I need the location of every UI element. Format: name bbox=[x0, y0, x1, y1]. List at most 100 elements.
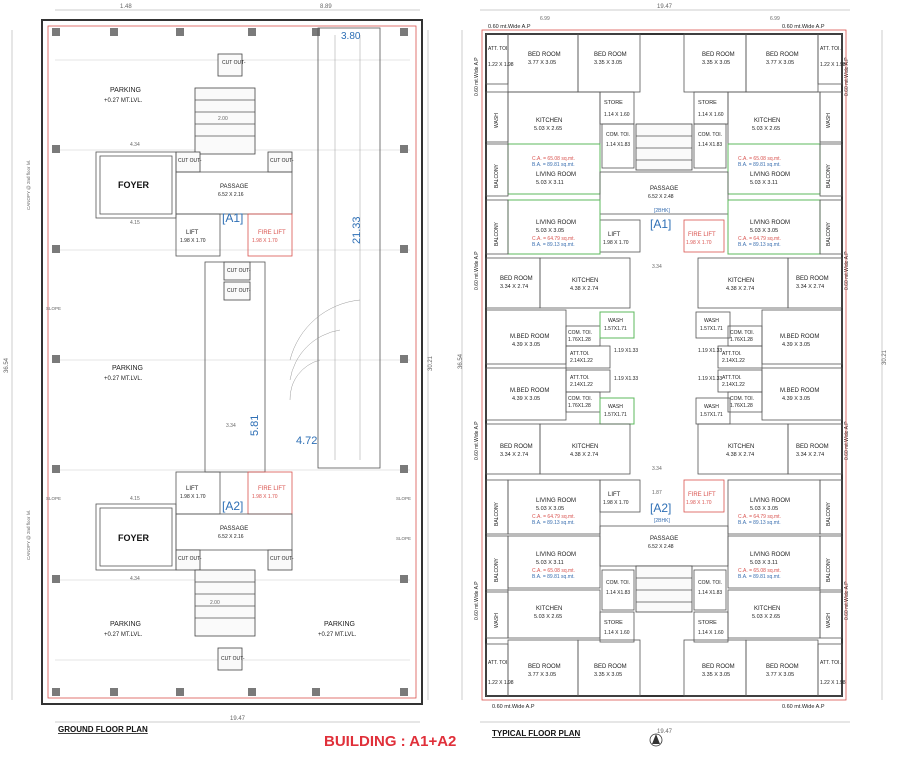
com-toi-bl-label: COM. TOI. bbox=[606, 580, 630, 586]
com-toi-mr1-size: 1.76X1.28 bbox=[730, 337, 753, 343]
typ-dim-699-a: 6.99 bbox=[540, 16, 550, 22]
living-r2-label: LIVING ROOM bbox=[750, 220, 790, 226]
wash-ml2-label: WASH bbox=[608, 404, 623, 410]
wash-br-label: WASH bbox=[826, 613, 832, 628]
att-toi-mid-right-2 bbox=[717, 369, 763, 393]
balcony-l4-label: BALCONY bbox=[494, 557, 500, 582]
com-toi-tl-label: COM. TOI. bbox=[606, 132, 630, 138]
wash-mr2-label: WASH bbox=[704, 404, 719, 410]
att-toi-mr2-label: ATT.TOI. bbox=[722, 375, 742, 381]
kitchen-mid-left-2 bbox=[539, 423, 631, 475]
store-bl-label: STORE bbox=[604, 620, 623, 626]
slope-label-4: SLOPE bbox=[396, 536, 411, 541]
com-toi-ml1-size: 1.76X1.28 bbox=[568, 337, 591, 343]
typ-passage-top bbox=[599, 171, 729, 215]
kitchen-br-size: 5.03 X 2.65 bbox=[752, 614, 780, 620]
ground-foyer-bottom bbox=[95, 503, 177, 571]
ground-stair-bottom bbox=[194, 569, 256, 637]
ground-tag-a2: [A2] bbox=[222, 499, 243, 513]
bed-room-bottom-2 bbox=[577, 639, 641, 697]
ba-l2: B.A. = 89.13 sq.mt. bbox=[532, 242, 575, 248]
ca-r2: C.A. = 64.79 sq.mt. bbox=[738, 236, 781, 242]
parking-mid-label: PARKING bbox=[112, 365, 143, 372]
att-toi-top-left bbox=[485, 33, 509, 85]
ground-tag-a1: [A1] bbox=[222, 211, 243, 225]
ground-lift-size-2: 1.98 X 1.70 bbox=[180, 494, 206, 500]
wash-mid-right-2 bbox=[695, 397, 731, 425]
parking-top-level: +0.27 MT.LVL. bbox=[104, 98, 143, 104]
wash-ml1-label: WASH bbox=[608, 318, 623, 324]
mbed-mid-right-2 bbox=[761, 367, 843, 421]
bed-ml1-size: 3.34 X 2.74 bbox=[500, 284, 528, 290]
att-toi-bottom-left bbox=[485, 643, 509, 697]
wide-ap-left-1: 0.60 mt.Wide A.P bbox=[474, 57, 480, 96]
living-room-third-right bbox=[727, 479, 821, 535]
bed-t2-size: 3.35 X 3.05 bbox=[594, 60, 622, 66]
bed-t4-size: 3.77 X 3.05 bbox=[766, 60, 794, 66]
balcony-l3-label: BALCONY bbox=[494, 501, 500, 526]
living-tr-label: LIVING ROOM bbox=[750, 172, 790, 178]
wash-mr2-size: 1.57X1.71 bbox=[700, 412, 723, 418]
com-toi-br-size: 1.14 X1.83 bbox=[698, 590, 722, 596]
bed-mr1-size: 3.34 X 2.74 bbox=[796, 284, 824, 290]
ca-r3: C.A. = 64.79 sq.mt. bbox=[738, 514, 781, 520]
bed-mr2-size: 3.34 X 2.74 bbox=[796, 452, 824, 458]
ba-tr: B.A. = 89.81 sq.mt. bbox=[738, 162, 781, 168]
parking-bottom-right-level: +0.27 MT.LVL. bbox=[318, 632, 357, 638]
living-tl-size: 5.03 X 3.11 bbox=[536, 180, 564, 186]
wash-tl-label: WASH bbox=[494, 113, 500, 128]
att-toi-tl-size: 1.22 X 1.98 bbox=[488, 62, 514, 68]
living-r2-size: 5.03 X 3.05 bbox=[750, 228, 778, 234]
wash-mid-right-1 bbox=[695, 311, 731, 339]
com-toi-mid-left-1 bbox=[565, 325, 601, 347]
att-toi-mid-left-2 bbox=[565, 369, 611, 393]
dim-5-81: 5.81 bbox=[249, 415, 261, 436]
bed-b1-size: 3.77 X 3.05 bbox=[528, 672, 556, 678]
bed-room-mid-left-1 bbox=[485, 257, 541, 309]
store-bottom-left bbox=[599, 611, 635, 643]
bed-b3-label: BED ROOM bbox=[702, 664, 735, 670]
ground-cut-out-mid2 bbox=[223, 281, 251, 301]
com-toi-br-label: COM. TOI. bbox=[698, 580, 722, 586]
dim-top-a: 1.48 bbox=[120, 4, 132, 10]
dim-top-b: 8.89 bbox=[320, 4, 332, 10]
dim-4-34-top: 4.34 bbox=[130, 142, 140, 148]
ba-l3: B.A. = 89.13 sq.mt. bbox=[532, 520, 575, 526]
ground-lift-label: LIFT bbox=[186, 230, 199, 236]
living-tr-size: 5.03 X 3.11 bbox=[750, 180, 778, 186]
ground-columns bbox=[52, 28, 408, 696]
com-toi-mid-right-2 bbox=[727, 391, 763, 413]
store-br-size: 1.14 X 1.60 bbox=[698, 630, 724, 636]
wide-ap-right-4: 0.60 mt.Wide A.P bbox=[844, 581, 850, 620]
ground-fire-lift-label-2: FIRE LIFT bbox=[258, 486, 286, 492]
ground-cut-out-right-2 bbox=[267, 549, 293, 571]
dim-2-00-bottom: 2.00 bbox=[210, 600, 220, 606]
ground-boundary-line bbox=[47, 25, 417, 699]
living-room-fourth-left bbox=[507, 535, 601, 589]
att-toi-tr-size: 1.22 X 1.98 bbox=[820, 62, 846, 68]
canopy-label-bottom: CANOPY @ 2nd floor lvl. bbox=[26, 510, 31, 560]
cut-out-label-5: CUT OUT- bbox=[227, 288, 251, 294]
parking-bottom-left-label: PARKING bbox=[110, 621, 141, 628]
mbed-mr1-label: M.BED ROOM bbox=[780, 334, 819, 340]
cut-out-label-6: CUT OUT- bbox=[178, 556, 202, 562]
kitchen-mid-left-1 bbox=[539, 257, 631, 309]
kitchen-ml2-label: KITCHEN bbox=[572, 444, 598, 450]
wide-ap-bottom-right: 0.60 mt.Wide A.P bbox=[782, 704, 825, 710]
typical-outer-wall bbox=[485, 33, 843, 697]
dim-4-72: 4.72 bbox=[296, 435, 317, 447]
typ-tag-a1: [A1] bbox=[650, 217, 671, 231]
bed-b4-label: BED ROOM bbox=[766, 664, 799, 670]
typ-dim-bottom: 19.47 bbox=[657, 729, 673, 735]
typ-dim-left: 36.54 bbox=[458, 353, 464, 369]
wide-ap-right-1: 0.60 mt.Wide A.P bbox=[844, 57, 850, 96]
ba-r4: B.A. = 89.81 sq.mt. bbox=[738, 574, 781, 580]
cut-out-label-3: CUT OUT- bbox=[270, 158, 294, 164]
att-toi-mr1-label: ATT.TOI. bbox=[722, 351, 742, 357]
ca-l3: C.A. = 64.79 sq.mt. bbox=[532, 514, 575, 520]
wide-ap-top-right: 0.60 mt.Wide A.P bbox=[782, 24, 825, 30]
kitchen-mr2-size: 4.38 X 2.74 bbox=[726, 452, 754, 458]
kitchen-bl-size: 5.03 X 2.65 bbox=[534, 614, 562, 620]
living-l2-size: 5.03 X 3.05 bbox=[536, 228, 564, 234]
typ-dim-top: 19.47 bbox=[657, 4, 673, 10]
